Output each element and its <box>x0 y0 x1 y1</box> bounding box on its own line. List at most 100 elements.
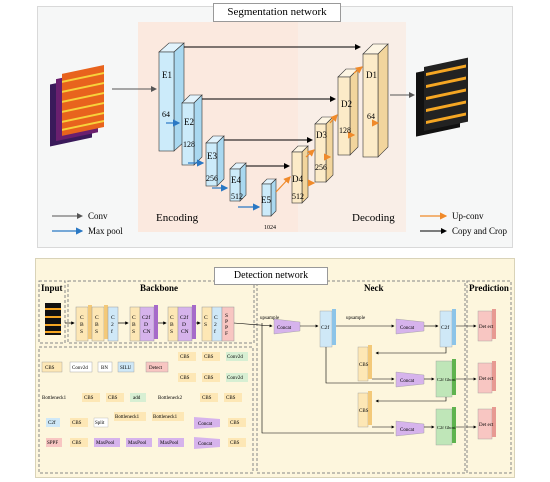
svg-text:S: S <box>170 329 173 335</box>
prediction-frame <box>466 280 512 474</box>
input-image-stack <box>50 64 104 147</box>
svg-text:C: C <box>80 315 84 321</box>
segmentation-title: Segmentation network <box>213 3 341 22</box>
legend-cbs-3: SILU <box>120 366 132 371</box>
encoder-e4 <box>229 162 247 202</box>
decoder-d3 <box>314 116 334 183</box>
svg-text:F: F <box>225 331 228 337</box>
legend-cbs-2: BN <box>101 366 108 371</box>
label-e3: E3 <box>207 151 217 161</box>
legend-c2f-4: Bottleneck1 <box>153 415 178 420</box>
legend-conv: Conv <box>88 211 108 221</box>
module-legend: CBS Conv2d BN SILU Detect CBS CBS Conv2d… <box>41 352 248 449</box>
label-512-enc: 512 <box>231 192 243 201</box>
label-e4: E4 <box>231 175 241 185</box>
section-input: Input <box>41 283 63 293</box>
legend-b1-0: Bottleneck1 <box>42 396 67 401</box>
neck-c2f-2: C2f <box>441 324 449 331</box>
svg-text:C: C <box>111 315 115 321</box>
encoder-e3 <box>205 135 225 187</box>
label-64-enc: 64 <box>162 110 170 119</box>
svg-text:f: f <box>214 328 216 335</box>
detection-diagram: Input Backbone Neck Prediction <box>38 280 512 474</box>
neck-c2f-ghost-2: C2f Ghost <box>437 425 456 430</box>
encoder-e1 <box>158 42 185 152</box>
label-128-dec: 128 <box>339 126 351 135</box>
legend-b2-0: Bottleneck2 <box>158 396 183 401</box>
neck-shapes <box>273 309 496 446</box>
label-64-dec: 64 <box>367 112 375 121</box>
svg-text:D: D <box>144 322 148 328</box>
detect-head-1: Det ect <box>479 325 494 330</box>
legend-frame <box>38 346 254 474</box>
encoding-label: Encoding <box>156 212 199 224</box>
legend-up-conv: Up-conv <box>452 211 484 221</box>
legend-c2f-6: CBS <box>230 421 240 426</box>
neck-concat-1: Concat <box>277 326 292 331</box>
neck-concat-2: Concat <box>400 326 415 331</box>
encoder-e5 <box>261 178 277 217</box>
svg-text:C: C <box>95 315 99 321</box>
legend-detect-5: CBS <box>204 376 214 381</box>
input-thumbnail <box>45 303 61 335</box>
decoding-label: Decoding <box>352 212 395 224</box>
label-256-dec: 256 <box>315 163 327 172</box>
legend-b1-1: CBS <box>84 396 94 401</box>
legend-sppf-3: MaxPool <box>128 441 147 446</box>
legend-cbs-1: Conv2d <box>72 366 88 371</box>
svg-text:S: S <box>80 329 83 335</box>
svg-text:B: B <box>170 322 174 328</box>
svg-text:D: D <box>182 322 186 328</box>
svg-text:f: f <box>111 328 113 335</box>
legend-sppf-0: SPPF <box>47 441 58 446</box>
svg-text:2: 2 <box>214 322 217 328</box>
neck-concat-3: Concat <box>400 379 415 384</box>
label-d3: D3 <box>316 130 327 140</box>
decoder-d4 <box>291 145 309 204</box>
svg-text:C: C <box>214 315 218 321</box>
neck-cbs-2: CBS <box>359 409 369 414</box>
legend-max-pool: Max pool <box>88 226 123 236</box>
upsample-label-2: upsample <box>346 316 366 321</box>
neck-c2f-ghost-1: C2f Ghost <box>437 377 456 382</box>
neck-connections <box>233 322 477 434</box>
legend-detect-6: Conv2d <box>227 376 243 381</box>
legend-c2f-0: C2f <box>48 421 56 426</box>
legend-detect-1: CBS <box>180 355 190 360</box>
svg-text:C: C <box>204 315 208 321</box>
legend-c2f-1: CBS <box>72 421 82 426</box>
output-image-stack <box>416 57 468 137</box>
label-1024: 1024 <box>264 225 276 231</box>
label-256-enc: 256 <box>206 174 218 183</box>
svg-text:S: S <box>95 329 98 335</box>
legend-cbs-0: CBS <box>45 366 55 371</box>
encoder-e2 <box>181 94 203 166</box>
label-d2: D2 <box>341 99 352 109</box>
legend-c2f-2: Split <box>95 421 105 426</box>
neck-cbs-1: CBS <box>359 363 369 368</box>
legend-detect-4: CBS <box>180 376 190 381</box>
svg-text:C2f: C2f <box>142 314 150 321</box>
legend-detect-0: Detect <box>149 366 163 371</box>
legend-b2-1: CBS <box>202 396 212 401</box>
detect-head-3: Det ect <box>479 423 494 428</box>
svg-text:C2f: C2f <box>180 314 188 321</box>
neck-c2f-1: C2f <box>321 324 329 331</box>
label-e2: E2 <box>184 117 194 127</box>
segmentation-diagram: E1 64 E2 128 E3 256 E4 512 E5 1024 D1 64… <box>50 22 507 236</box>
label-d1: D1 <box>366 70 377 80</box>
svg-text:P: P <box>225 325 228 331</box>
label-e5: E5 <box>261 195 271 205</box>
svg-text:C: C <box>132 315 136 321</box>
legend-c2f-3: Bottleneck1 <box>115 415 140 420</box>
segmentation-panel: E1 64 E2 128 E3 256 E4 512 E5 1024 D1 64… <box>37 6 513 248</box>
svg-text:C: C <box>170 315 174 321</box>
section-neck: Neck <box>364 283 384 293</box>
legend-b1-2: CBS <box>108 396 118 401</box>
neck-concat-4: Concat <box>400 428 415 433</box>
legend-sppf-6: CBS <box>230 441 240 446</box>
label-e1: E1 <box>162 70 172 80</box>
backbone-frame <box>67 280 255 344</box>
decoder-d1 <box>362 43 389 158</box>
